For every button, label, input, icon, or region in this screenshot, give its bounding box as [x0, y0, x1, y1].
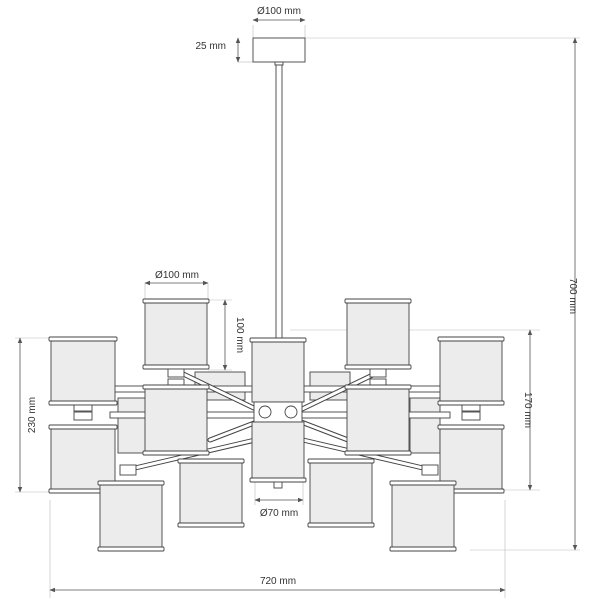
upper-tier-shades [48, 298, 505, 412]
middle-tier-shades [48, 378, 505, 494]
canopy-diameter-label: Ø100 mm [257, 6, 301, 17]
total-width-label: 720 mm [260, 576, 296, 587]
dimension-lines [17, 17, 578, 593]
center-diameter-label: Ø70 mm [260, 508, 298, 519]
lower-tier-shades [97, 458, 457, 552]
shade-height-label: 100 mm [234, 317, 245, 353]
total-height-label: 700 mm [567, 278, 578, 314]
body-height-label: 230 mm [27, 397, 38, 433]
tier-height-label: 170 mm [522, 392, 533, 428]
suspension-rod [274, 61, 284, 341]
canopy-height-label: 25 mm [195, 41, 226, 52]
shade-diameter-label: Ø100 mm [155, 270, 199, 281]
center-body [249, 337, 307, 489]
ceiling-canopy [252, 37, 306, 63]
